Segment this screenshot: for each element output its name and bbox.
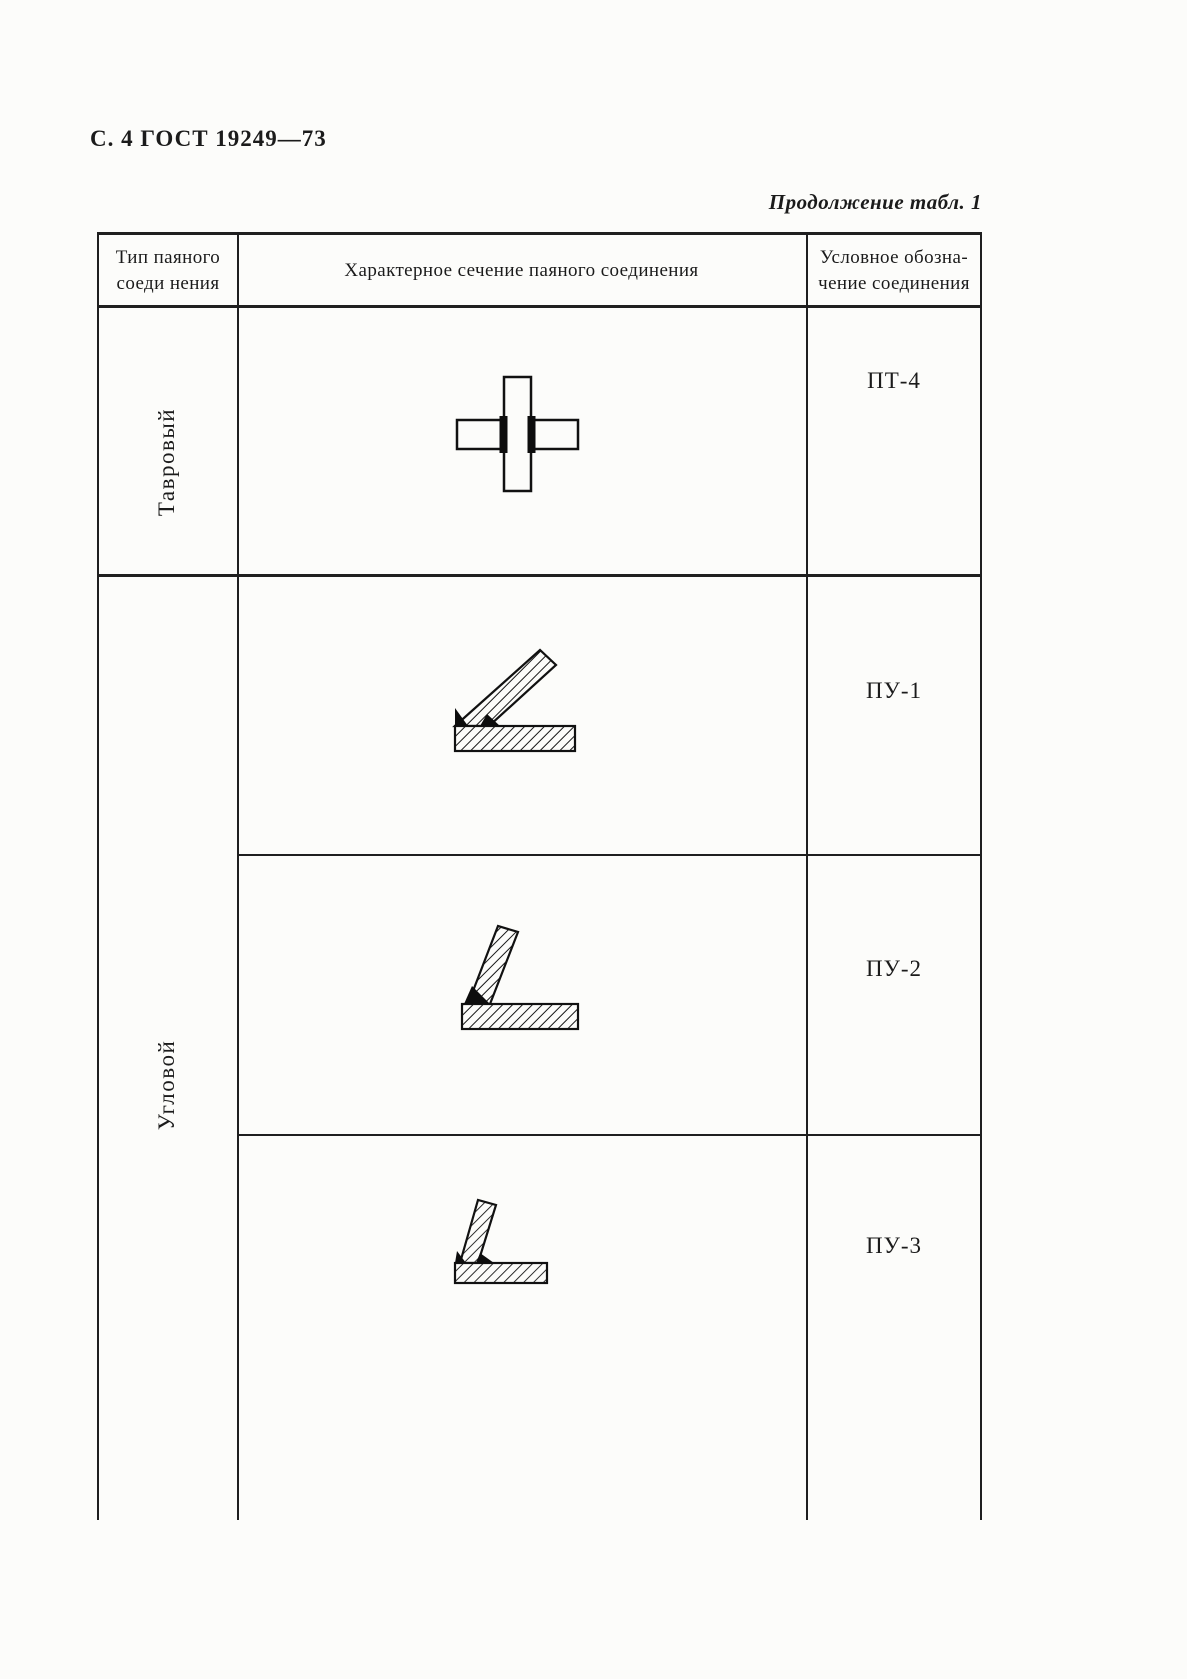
joint-type-label-tee: Тавровый — [154, 407, 179, 517]
designation-pt4: ПТ-4 — [867, 368, 921, 393]
designation-pu1: ПУ-1 — [865, 678, 923, 703]
row-divider-pu1-pu2 — [237, 854, 982, 856]
table-top-border — [97, 232, 982, 235]
row-divider-pu2-pu3 — [237, 1134, 982, 1136]
designation-pu2: ПУ-2 — [865, 956, 923, 981]
corner-joint-small-diagram — [452, 1195, 552, 1290]
joint-type-label-corner: Угловой — [154, 1039, 179, 1131]
table-left-border — [97, 232, 99, 1520]
table-continuation-note: Продолжение табл. 1 — [768, 190, 982, 214]
col-header-designation: Условное обозна- чение соединения — [818, 247, 970, 294]
table-col-divider-2 — [806, 232, 808, 1520]
col-header-joint-type: Тип паяного соеди нения — [115, 247, 221, 294]
tee-joint-cross-section-diagram — [455, 375, 580, 493]
running-header: С. 4 ГОСТ 19249—73 — [90, 126, 327, 151]
corner-joint-45deg-diagram — [452, 640, 582, 755]
designation-pu3: ПУ-3 — [865, 1233, 923, 1258]
col-header-cross-section: Характерное сечение паяного соединения — [344, 260, 699, 282]
row-divider-tee-corner — [97, 574, 982, 577]
corner-joint-steep-diagram — [458, 920, 583, 1032]
table-right-border — [980, 232, 982, 1520]
table-header-divider — [97, 305, 982, 308]
table-col-divider-1 — [237, 232, 239, 1520]
